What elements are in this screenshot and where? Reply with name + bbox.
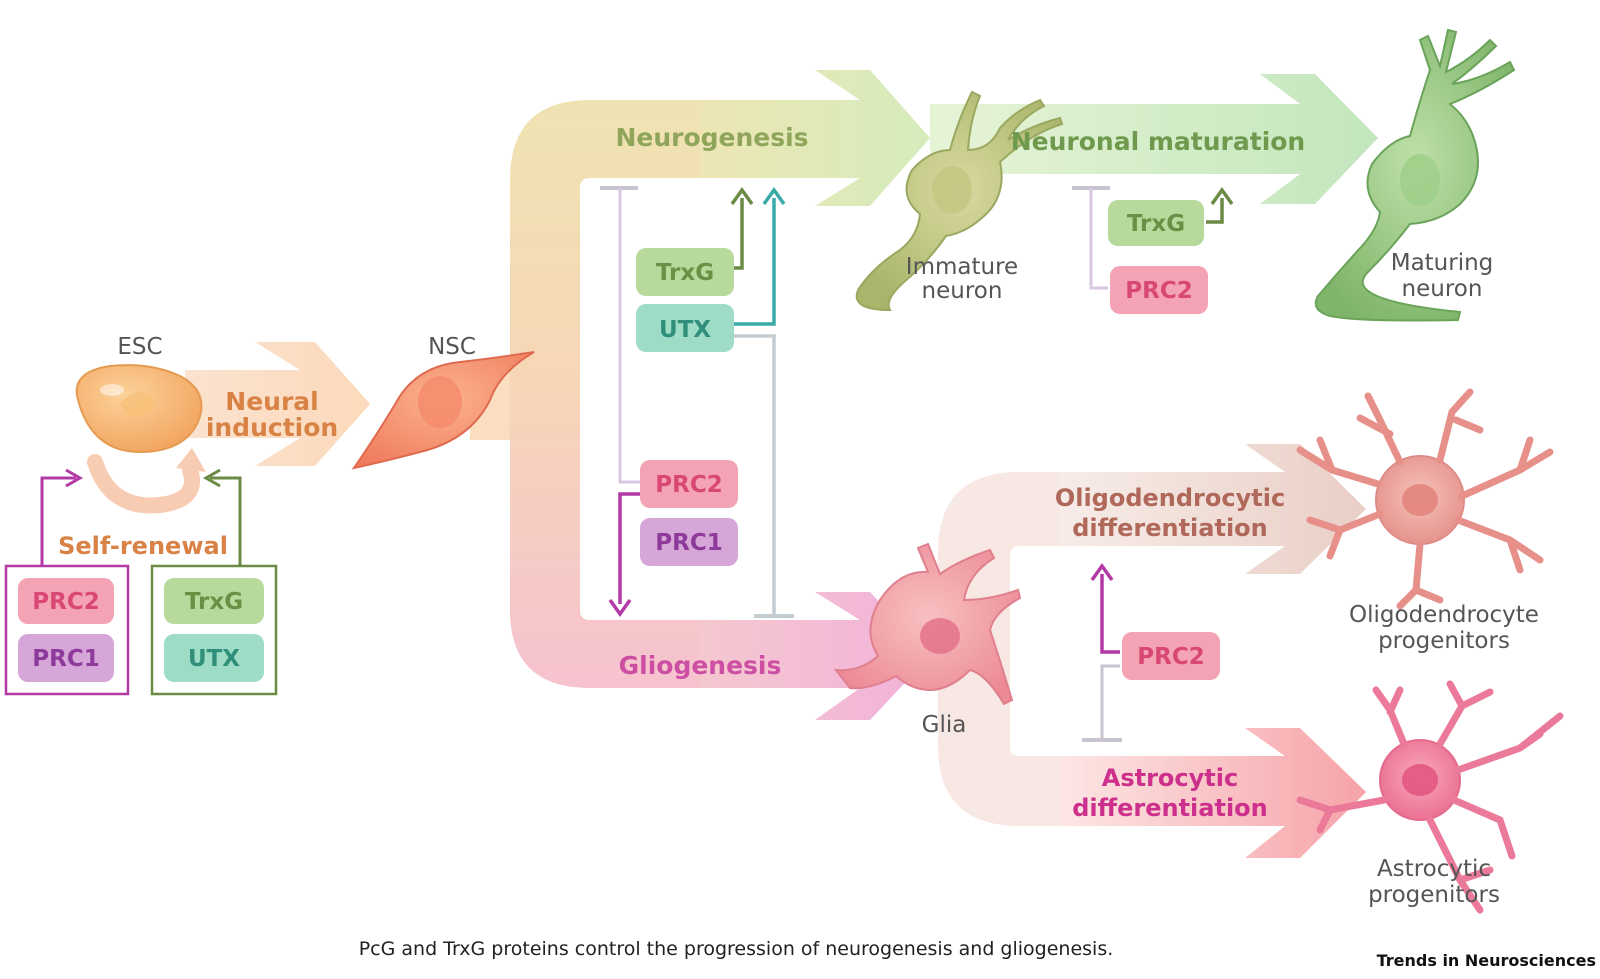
neurogenesis-arrow — [700, 70, 930, 206]
prc2-badge-neurogenesis: PRC2 — [640, 460, 738, 508]
esc-label: ESC — [117, 334, 162, 360]
trxg-activation-head — [202, 468, 221, 488]
maturation-proteins: TrxG PRC2 — [1108, 200, 1208, 314]
self-renewal-loop-head — [176, 448, 206, 472]
trxg-neuro-activate-line — [732, 198, 744, 270]
oligodendrocytic-diff-label-1: Oligodendrocytic — [1055, 484, 1285, 512]
maturing-neuron-cell — [1314, 28, 1516, 322]
prc2-badge-glia: PRC2 — [1122, 632, 1220, 680]
main-trunk — [510, 100, 780, 688]
esc-cell — [75, 364, 203, 454]
nsc-label: NSC — [428, 334, 476, 360]
neuro-glio-regulation — [600, 186, 794, 618]
labels: ESC NSC Neural induction Self-renewal Ne… — [58, 123, 1596, 970]
utx-neuro-activate-line — [732, 198, 776, 326]
astrocyte-cell — [1296, 680, 1564, 914]
neurogenesis-label: Neurogenesis — [615, 123, 808, 152]
maturing-neuron-label-2: neuron — [1402, 276, 1483, 302]
oligodendrocyte-cell — [1296, 388, 1554, 610]
prc2-astro-inhibit-line — [1100, 664, 1120, 740]
journal-label: Trends in Neurosciences — [1377, 951, 1596, 970]
prc2-glio-activate-head — [608, 598, 632, 618]
prc2-label: PRC2 — [1125, 278, 1192, 304]
neural-induction-arrow — [185, 342, 370, 466]
trxg-badge-self-renewal: TrxG — [164, 578, 264, 624]
prc2-maturation-inhibit-line — [1089, 188, 1108, 290]
maturation-regulation — [1072, 186, 1234, 290]
flow-arrows — [185, 70, 1378, 858]
trxg-maturation-activate-line — [1206, 198, 1224, 224]
utx-badge-self-renewal: UTX — [164, 634, 264, 682]
glia-label: Glia — [922, 712, 967, 738]
astrocytic-arrow — [1060, 728, 1366, 858]
prc2-label: PRC2 — [1137, 644, 1204, 670]
trxg-neuro-activate-head — [730, 186, 754, 206]
prc2-badge-self-renewal: PRC2 — [18, 578, 114, 624]
astrocytic-diff-label-2: differentiation — [1072, 794, 1268, 822]
glia-cell — [833, 542, 1022, 706]
oligodendrocyte-label-2: progenitors — [1378, 628, 1510, 654]
utx-label: UTX — [659, 317, 711, 343]
immature-neuron-cell — [855, 90, 1064, 312]
prc2-oligo-activate-head — [1090, 562, 1114, 582]
neuro-glio-proteins: TrxG UTX PRC2 PRC1 — [636, 248, 738, 566]
prc1-label: PRC1 — [655, 530, 722, 556]
self-renewal-proteins: PRC2 PRC1 TrxG UTX — [18, 578, 264, 682]
immature-neuron-label-2: neuron — [922, 278, 1003, 304]
utx-glio-inhibit-line — [732, 334, 776, 616]
self-renewal-loop — [87, 454, 200, 514]
prc1-label: PRC1 — [32, 646, 99, 672]
trxg-label: TrxG — [185, 589, 243, 615]
neural-induction-label-1: Neural — [225, 387, 318, 416]
trxg-badge-maturation: TrxG — [1108, 200, 1204, 246]
utx-label: UTX — [188, 646, 240, 672]
prc2-badge-maturation: PRC2 — [1110, 266, 1208, 314]
pcg-activation-head — [65, 468, 84, 488]
oligodendrocytic-arrow — [1060, 444, 1366, 574]
prc1-badge-self-renewal: PRC1 — [18, 634, 114, 682]
pcg-activation-line — [40, 476, 76, 566]
self-renewal-label: Self-renewal — [58, 532, 228, 560]
figure-caption: PcG and TrxG proteins control the progre… — [359, 938, 1114, 960]
astrocytic-label-1: Astrocytic — [1377, 856, 1491, 882]
trxg-label: TrxG — [656, 260, 714, 286]
prc1-badge-neurogenesis: PRC1 — [640, 518, 738, 566]
utx-badge-neurogenesis: UTX — [636, 304, 734, 352]
utx-neuro-activate-head — [762, 186, 786, 206]
trxg-group-box — [150, 564, 278, 696]
prc2-glio-activate-line — [618, 492, 640, 604]
prc2-label: PRC2 — [655, 472, 722, 498]
gliogenesis-label: Gliogenesis — [619, 651, 782, 680]
astrocytic-label-2: progenitors — [1368, 882, 1500, 908]
glia-regulation — [1082, 562, 1122, 742]
prc2-oligo-activate-line — [1100, 574, 1120, 654]
pcg-group-box — [4, 564, 130, 696]
self-renewal-regulation — [4, 448, 278, 696]
oligodendrocyte-label-1: Oligodendrocyte — [1349, 602, 1539, 628]
astrocytic-diff-label-1: Astrocytic — [1102, 764, 1238, 792]
prc2-label: PRC2 — [32, 589, 99, 615]
glia-proteins: PRC2 — [1122, 632, 1220, 680]
trxg-label: TrxG — [1127, 211, 1185, 237]
maturing-neuron-label-1: Maturing — [1391, 250, 1494, 276]
neuronal-maturation-label: Neuronal maturation — [1011, 127, 1305, 156]
neural-induction-label-2: induction — [206, 413, 338, 442]
oligodendrocytic-diff-label-2: differentiation — [1072, 514, 1268, 542]
trxg-maturation-activate-head — [1210, 186, 1234, 206]
prc2-neuro-inhibit-line — [618, 188, 640, 484]
nsc-cell — [351, 351, 535, 470]
trxg-activation-line — [210, 476, 242, 566]
immature-neuron-label-1: Immature — [906, 254, 1018, 280]
trxg-badge-neurogenesis: TrxG — [636, 248, 734, 296]
